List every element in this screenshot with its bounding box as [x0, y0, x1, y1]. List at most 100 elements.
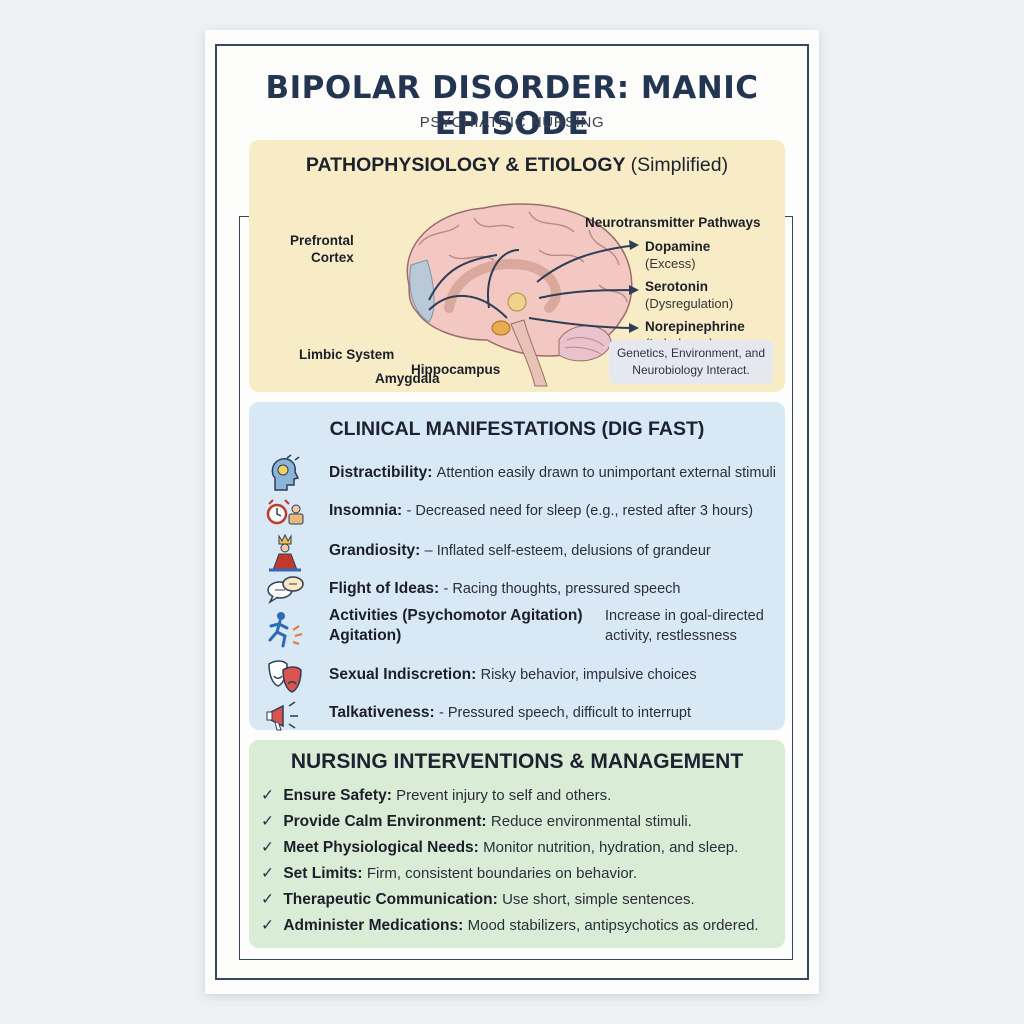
- intervention-term: Administer Medications:: [283, 917, 464, 934]
- intervention-term: Therapeutic Communication:: [283, 891, 498, 908]
- serotonin-arrowhead: [629, 285, 639, 295]
- manifestation-desc: Risky behavior, impulsive choices: [480, 667, 697, 683]
- speech-bubbles-icon: [267, 576, 304, 605]
- etiology-note: Genetics, Environment, and Neurobiology …: [609, 340, 773, 384]
- dopamine-arrow: [536, 244, 638, 283]
- brain-gyri-lines: [418, 211, 628, 303]
- norepinephrine-name: Norepinephrine: [645, 319, 745, 334]
- manifestation-text: Distractibility: Attention easily drawn …: [329, 464, 776, 482]
- manifestation-term: Sexual Indiscretion:: [329, 666, 477, 683]
- intervention-desc: Monitor nutrition, hydration, and sleep.: [483, 839, 739, 856]
- list-item: Sexual Indiscretion: Risky behavior, imp…: [265, 656, 779, 696]
- head-attention-icon: [271, 454, 300, 491]
- amygdala-label: Amygdala: [375, 371, 440, 386]
- list-item: ✓ Provide Calm Environment: Reduce envir…: [261, 812, 692, 831]
- manifestation-term: Grandiosity:: [329, 542, 421, 559]
- dopamine-arrowhead: [629, 240, 639, 250]
- page-title: BIPOLAR DISORDER: MANIC EPISODE: [265, 70, 759, 142]
- serotonin-name: Serotonin: [645, 279, 708, 294]
- dopamine-label: Dopamine (Excess): [645, 238, 710, 272]
- pathophysiology-title-light: (Simplified): [630, 154, 729, 176]
- megaphone-icon: [266, 701, 298, 731]
- clinical-manifestations-panel: CLINICAL MANIFESTATIONS (DIG FAST) Distr…: [249, 402, 785, 731]
- manifestation-term: Flight of Ideas:: [329, 580, 440, 597]
- etiology-note-line1: Genetics, Environment, and: [616, 346, 766, 360]
- prefrontal-cortex-region: [409, 259, 435, 323]
- list-item: ✓ Ensure Safety: Prevent injury to self …: [261, 786, 611, 805]
- manifestation-term: Activities (Psychomotor Agitation): [329, 607, 583, 624]
- hippocampus-label: Hippocampus: [411, 362, 501, 377]
- intervention-desc: Use short, simple sentences.: [502, 891, 695, 908]
- poster-card: BIPOLAR DISORDER: MANIC EPISODE PSYCHIAT…: [205, 30, 819, 994]
- intervention-term: Provide Calm Environment:: [283, 813, 487, 830]
- manifestation-text: Talkativeness: - Pressured speech, diffi…: [329, 704, 691, 722]
- brainstem-shape: [510, 319, 548, 387]
- norepinephrine-arrow: [528, 317, 638, 329]
- manifestation-text: Flight of Ideas: - Racing thoughts, pres…: [329, 580, 681, 598]
- manifestation-desc-line2: activity, restlessness: [605, 628, 737, 644]
- manifestation-desc-block: Increase in goal-directed activity, rest…: [605, 606, 764, 646]
- manifestation-term: Talkativeness:: [329, 704, 435, 721]
- list-item: Activities (Psychomotor Agitation) Agita…: [265, 606, 779, 654]
- manifestation-desc: - Decreased need for sleep (e.g., rested…: [406, 503, 754, 519]
- list-item: Distractibility: Attention easily drawn …: [265, 454, 779, 494]
- manifestation-text: Sexual Indiscretion: Risky behavior, imp…: [329, 666, 697, 684]
- thalamus-shape: [507, 292, 527, 312]
- list-item: ✓ Meet Physiological Needs: Monitor nutr…: [261, 838, 738, 857]
- nursing-interventions-panel: NURSING INTERVENTIONS & MANAGEMENT ✓ Ens…: [249, 740, 785, 948]
- etiology-note-line2: Neurobiology Interact.: [632, 363, 750, 377]
- pathophysiology-title-bold: PATHOPHYSIOLOGY & ETIOLOGY: [305, 154, 626, 176]
- manifestation-term: Insomnia:: [329, 502, 403, 519]
- intervention-desc: Firm, consistent boundaries on behavior.: [366, 865, 638, 882]
- amygdala-shape: [491, 320, 511, 336]
- check-icon: ✓: [261, 787, 274, 804]
- brain-cortex-shape: [406, 203, 633, 357]
- intervention-desc: Mood stabilizers, antipsychotics as orde…: [467, 917, 759, 934]
- manifestation-desc: – Inflated self-esteem, delusions of gra…: [424, 543, 711, 559]
- manifestation-text: Activities (Psychomotor Agitation) Agita…: [329, 606, 582, 646]
- list-item: Flight of Ideas: - Racing thoughts, pres…: [265, 570, 779, 610]
- list-item: Grandiosity: – Inflated self-esteem, del…: [265, 532, 779, 572]
- intervention-term: Set Limits:: [283, 865, 363, 882]
- clinical-title: CLINICAL MANIFESTATIONS (DIG FAST): [329, 418, 705, 440]
- limbic-system-label: Limbic System: [299, 347, 395, 362]
- check-icon: ✓: [261, 813, 274, 830]
- intervention-desc: Reduce environmental stimuli.: [490, 813, 692, 830]
- manifestation-term: Distractibility:: [329, 464, 433, 481]
- cerebellum-lines: [564, 337, 605, 355]
- pathway-arrow-3: [487, 249, 520, 309]
- intervention-term: Ensure Safety:: [283, 787, 392, 804]
- nursing-title: NURSING INTERVENTIONS & MANAGEMENT: [290, 750, 744, 773]
- pathway-arrow-1: [428, 254, 498, 301]
- alarm-clock-icon: [266, 499, 304, 525]
- prefrontal-cortex-label: Prefrontal Cortex: [287, 232, 354, 266]
- check-icon: ✓: [261, 891, 274, 908]
- manifestation-desc: Increase in goal-directed: [605, 608, 764, 624]
- king-crown-icon: [269, 533, 301, 572]
- running-person-icon: [268, 612, 303, 648]
- list-item: ✓ Administer Medications: Mood stabilize…: [261, 916, 759, 935]
- intervention-desc: Prevent injury to self and others.: [396, 787, 612, 804]
- prefrontal-label-line1: Prefrontal: [290, 233, 354, 248]
- pathophysiology-title: PATHOPHYSIOLOGY & ETIOLOGY (Simplified): [249, 154, 785, 177]
- manifestation-text: Grandiosity: – Inflated self-esteem, del…: [329, 542, 711, 560]
- manifestation-text: Insomnia: - Decreased need for sleep (e.…: [329, 502, 753, 520]
- list-item: ✓ Set Limits: Firm, consistent boundarie…: [261, 864, 637, 883]
- dopamine-name: Dopamine: [645, 239, 711, 254]
- limbic-arc: [444, 259, 561, 313]
- list-item: Talkativeness: - Pressured speech, diffi…: [265, 694, 779, 734]
- intervention-term: Meet Physiological Needs:: [283, 839, 479, 856]
- serotonin-arrow: [538, 289, 638, 299]
- manifestation-desc: Attention easily drawn to unimportant ex…: [436, 465, 776, 481]
- list-item: ✓ Therapeutic Communication: Use short, …: [261, 890, 695, 909]
- brain-illustration: [406, 203, 639, 387]
- dopamine-state: (Excess): [645, 256, 696, 271]
- norepinephrine-arrowhead: [629, 323, 639, 333]
- list-item: Insomnia: - Decreased need for sleep (e.…: [265, 492, 779, 532]
- pathways-title: Neurotransmitter Pathways: [585, 215, 761, 230]
- manifestation-term-line2: Agitation): [329, 627, 402, 644]
- manifestation-desc: - Pressured speech, difficult to interru…: [439, 705, 691, 721]
- pathophysiology-panel: PATHOPHYSIOLOGY & ETIOLOGY (Simplified): [249, 140, 785, 392]
- serotonin-state: (Dysregulation): [645, 296, 734, 311]
- check-icon: ✓: [261, 839, 274, 856]
